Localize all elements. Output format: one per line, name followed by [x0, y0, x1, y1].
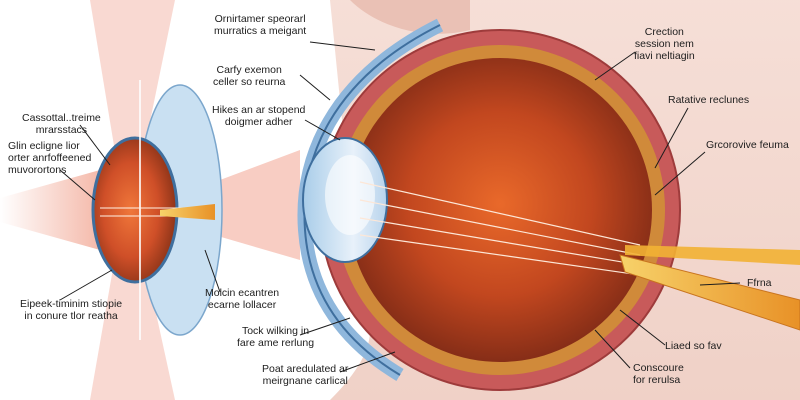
label-lower-center: Molcin ecantren ecarne lollacer: [205, 287, 280, 311]
leader-right-upper: [654, 107, 689, 169]
label-bottom-mid1: Tock wilking in fare ame rerlung: [237, 325, 315, 349]
ray-4: [359, 234, 641, 276]
leader-left-mid: [59, 169, 96, 201]
label-right-mid: Grcorovive feuma: [706, 139, 789, 151]
label-bottom-mid2: Poat aredulated ar meirgnane carlical: [262, 363, 349, 387]
leader-lower-center: [204, 249, 221, 293]
leader-bottom-mid2: [339, 351, 396, 373]
label-right-fibre: Ffrna: [747, 277, 772, 289]
retina-inner: [348, 58, 652, 362]
ray-1: [359, 181, 641, 246]
leader-lines: [59, 41, 741, 373]
lens-highlight: [325, 155, 375, 235]
leader-right-lower2: [594, 329, 631, 369]
optic-nerve-upper: [625, 245, 800, 265]
label-upper-mid: Carfy exemon celler so reurna: [213, 64, 286, 88]
label-right-upper: Ratative reclunes: [668, 94, 750, 106]
label-right-lower2: Conscoure for rerulsa: [633, 362, 684, 386]
leader-bottom-mid1: [299, 317, 351, 336]
label-left-upper: Cassottal..treime mrarsstacs: [22, 112, 101, 136]
leader-top-right: [594, 51, 636, 81]
left-beam-left: [0, 170, 100, 250]
leader-upper-mid: [299, 74, 331, 101]
label-top-right: Crection session nem fiavi neltiagin: [634, 26, 695, 62]
small-nerve: [160, 204, 215, 220]
leader-right-lower1: [619, 309, 666, 346]
label-top-center: Ornirtamer speorarl murratics a meigant: [214, 13, 307, 37]
label-left-mid: Glin ecligne lior orter anrfoffeened muv…: [8, 140, 92, 176]
leader-left-upper: [79, 124, 111, 166]
leader-right-fibre: [699, 282, 741, 286]
left-beam-bottom: [90, 240, 175, 400]
cornea-edge: [303, 24, 441, 376]
label-mid: Hikes an ar stopend doigmer adher: [212, 104, 306, 128]
ray-3: [359, 217, 641, 266]
label-left-lower: Eipeek-timinim stiopie in conure tlor re…: [20, 298, 123, 322]
leader-top-center: [309, 41, 376, 51]
leader-left-lower: [59, 269, 113, 301]
left-beam-top: [90, 0, 175, 170]
optic-nerve: [619, 254, 800, 331]
leader-right-mid: [654, 151, 706, 196]
label-right-lower1: Liaed so fav: [665, 340, 722, 352]
ray-2: [359, 199, 641, 256]
leader-mid: [304, 119, 341, 141]
